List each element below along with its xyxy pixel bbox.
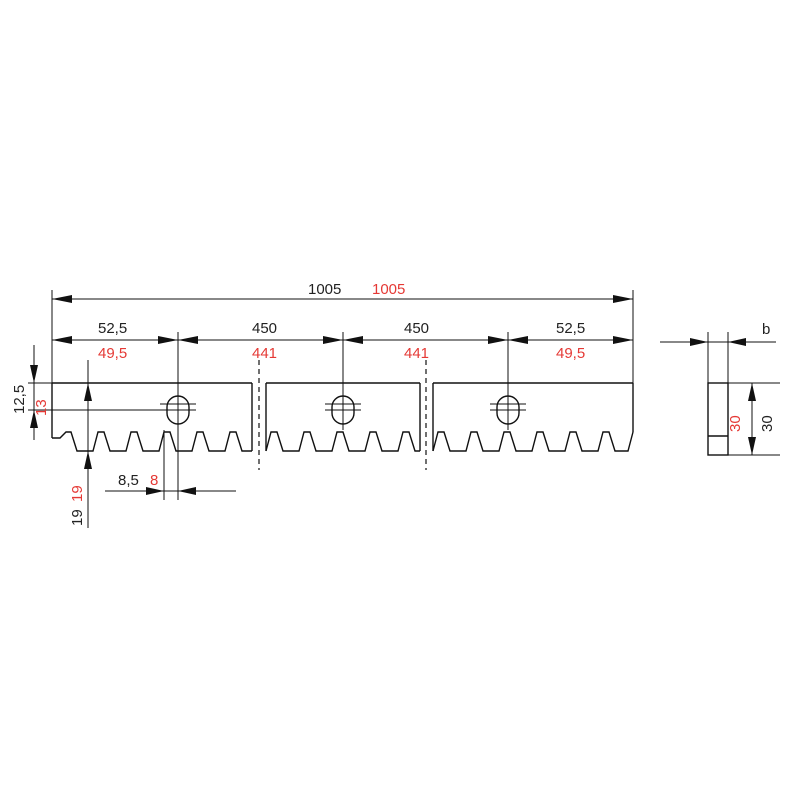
total-length-red-label: 1005 [372, 281, 405, 298]
middle-a-label: 450 [252, 320, 277, 337]
dim-segments: 52,5 49,5 450 441 450 441 52,5 49,5 [52, 320, 633, 500]
dim-hole-offset: 8,5 8 [105, 430, 236, 500]
hole-offset-label: 8,5 [118, 472, 139, 489]
total-length-label: 1005 [308, 281, 341, 298]
end-right-label: 52,5 [556, 320, 585, 337]
tooth-height-red-label: 19 [69, 485, 86, 502]
middle-b-red-label: 441 [404, 345, 429, 362]
width-b-label: b [762, 321, 770, 338]
section-height-red-label: 30 [727, 415, 744, 432]
section-height-label: 30 [759, 415, 776, 432]
dim-hole-height: 12,5 13 [11, 345, 160, 440]
tooth-height-label: 19 [69, 509, 86, 526]
side-view: b 30 30 [660, 321, 780, 456]
hole-offset-red-label: 8 [150, 472, 158, 489]
rack-body [51, 360, 634, 470]
dim-total-length: 1005 1005 [51, 281, 634, 383]
middle-b-label: 450 [404, 320, 429, 337]
end-left-red-label: 49,5 [98, 345, 127, 362]
end-left-label: 52,5 [98, 320, 127, 337]
middle-a-red-label: 441 [252, 345, 277, 362]
hole-height-label: 12,5 [11, 385, 28, 414]
mounting-hole-2 [325, 390, 361, 430]
end-right-red-label: 49,5 [556, 345, 585, 362]
hole-height-red-label: 13 [33, 399, 50, 416]
dim-tooth-height: 19 19 [69, 360, 160, 528]
